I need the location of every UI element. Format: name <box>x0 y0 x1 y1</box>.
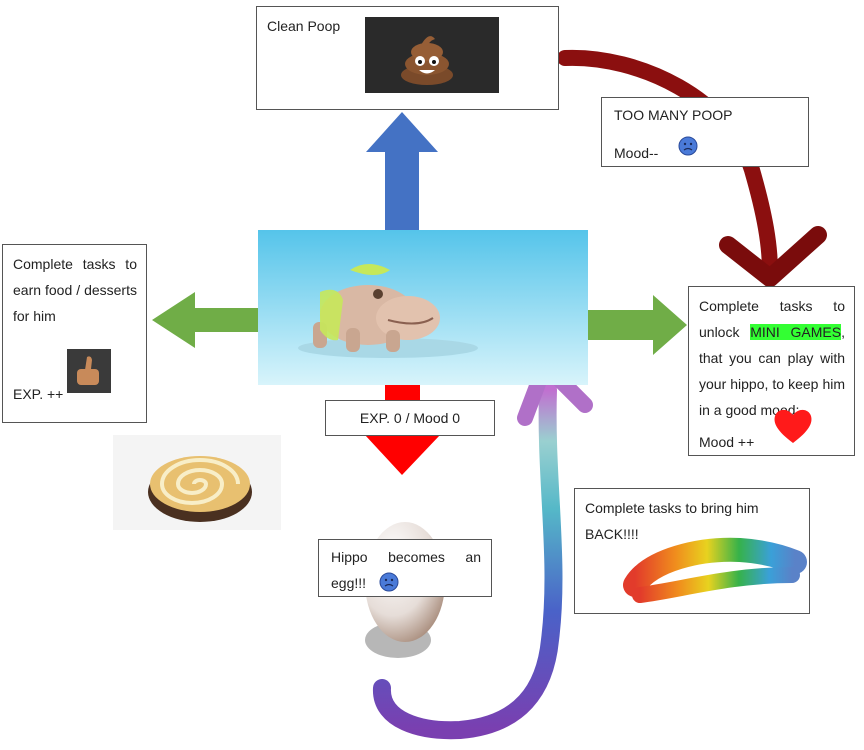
hippo-egg-text-content: Hippo becomes an egg!!! <box>331 549 481 591</box>
exp-mood-label: EXP. 0 / Mood 0 <box>359 410 461 426</box>
bring-back-text: Complete tasks to bring him BACK!!!! <box>585 500 759 542</box>
up-arrow <box>366 112 438 235</box>
too-many-poop-line1: TOO MANY POOP <box>614 107 733 123</box>
mood-minus-label: Mood-- <box>614 145 659 161</box>
poop-icon <box>401 36 453 85</box>
sad-face-icon <box>678 136 698 156</box>
thumbs-up-icon <box>67 349 111 393</box>
rainbow-scribble <box>623 537 807 603</box>
hippo-image <box>258 230 588 385</box>
bring-back-box: Complete tasks to bring him BACK!!!! <box>574 488 810 614</box>
mini-games-text: Complete tasks to unlock MINI GAMES, tha… <box>699 293 845 423</box>
earn-food-text: Complete tasks to earn food / desserts f… <box>13 256 137 324</box>
mini-games-highlight: MINI GAMES <box>750 324 842 340</box>
heart-icon <box>774 409 812 443</box>
hippo-egg-text: Hippo becomes an egg!!! <box>331 544 481 596</box>
poop-icon-panel <box>365 17 499 93</box>
too-many-poop-box: TOO MANY POOP Mood-- <box>601 97 809 167</box>
mini-games-box: Complete tasks to unlock MINI GAMES, tha… <box>688 286 855 456</box>
earn-food-box: Complete tasks to earn food / desserts f… <box>2 244 147 423</box>
left-arrow <box>152 292 258 348</box>
clean-poop-box: Clean Poop <box>256 6 559 110</box>
right-arrow <box>588 295 687 355</box>
hippo-egg-box: Hippo becomes an egg!!! <box>318 539 492 597</box>
exp-plus-label: EXP. ++ <box>13 386 64 402</box>
cake-roll-image <box>148 456 252 522</box>
mini-games-post: , that you can play with your hippo, to … <box>699 324 845 418</box>
mood-plus-label: Mood ++ <box>699 434 755 450</box>
clean-poop-label: Clean Poop <box>267 18 341 34</box>
sad-face-icon <box>379 572 399 592</box>
mini-games-pre: Complete tasks to unlock <box>699 298 845 340</box>
exp-mood-label-box: EXP. 0 / Mood 0 <box>325 400 495 436</box>
curved-arrow-galaxy <box>373 381 563 740</box>
